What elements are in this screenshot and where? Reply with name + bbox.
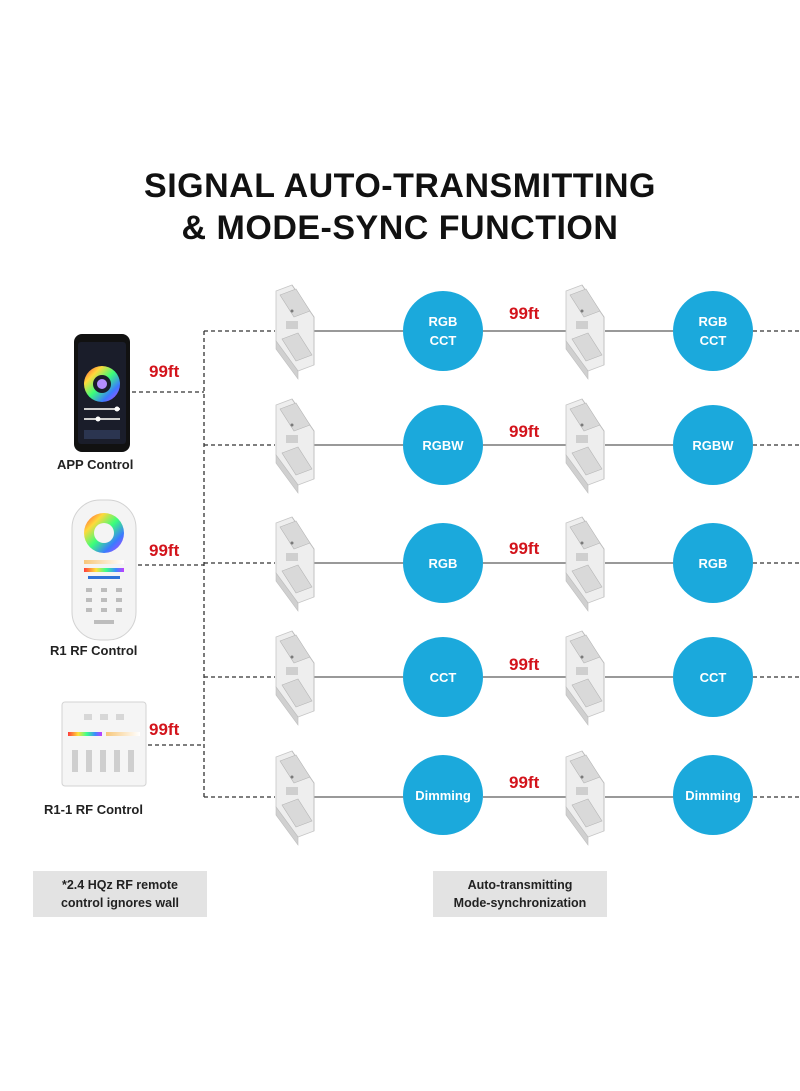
mode-label-line-1: RGBW	[422, 437, 464, 453]
led-controller-icon	[275, 398, 315, 494]
mode-circle-dimming: Dimming	[403, 755, 483, 835]
mode-label-line-1: RGBW	[692, 437, 734, 453]
led-controller-icon	[275, 516, 315, 612]
note-line-1: Auto-transmitting	[467, 878, 573, 892]
mode-label-line-1: CCT	[429, 669, 457, 685]
note-line-2: Mode-synchronization	[453, 896, 587, 910]
mode-circle-rgbw-2: RGBW	[673, 405, 753, 485]
rf-remote-icon	[71, 499, 137, 641]
led-controller-icon	[275, 284, 315, 380]
mode-circle-cct-2: CCT	[673, 637, 753, 717]
rf-wall-note: *2.4 HQz RF remote control ignores wall	[33, 871, 207, 917]
mode-circle-rgb-cct: RGB CCT	[403, 291, 483, 371]
mode-label-line-1: CCT	[699, 669, 727, 685]
distance-label-row-3: 99ft	[509, 539, 540, 558]
mode-label-line-1: RGB	[428, 555, 458, 571]
mode-label-line-1: RGB	[698, 555, 728, 571]
distance-label-row-1: 99ft	[509, 304, 540, 323]
led-controller-icon	[275, 630, 315, 726]
note-line-1: *2.4 HQz RF remote	[61, 878, 178, 892]
distance-label-app: 99ft	[149, 362, 180, 381]
distance-label-row-2: 99ft	[509, 422, 540, 441]
mode-circle-dimming-2: Dimming	[673, 755, 753, 835]
auto-transmit-note: Auto-transmitting Mode-synchronization	[433, 871, 607, 917]
r1-1-control-label: R1-1 RF Control	[44, 802, 143, 817]
distance-label-r1: 99ft	[149, 541, 180, 560]
mode-circle-cct: CCT	[403, 637, 483, 717]
mode-circle-rgb: RGB	[403, 523, 483, 603]
r1-control-label: R1 RF Control	[50, 643, 138, 658]
distance-label-row-4: 99ft	[509, 655, 540, 674]
mode-label-line-1: Dimming	[685, 787, 741, 803]
page-title-line-2: & MODE-SYNC FUNCTION	[181, 209, 619, 247]
mode-label-line-1: RGB	[428, 314, 458, 329]
led-controller-icon	[565, 630, 605, 726]
led-controller-icon	[275, 750, 315, 846]
mode-circle-rgbw: RGBW	[403, 405, 483, 485]
distance-label-row-5: 99ft	[509, 773, 540, 792]
page-title-line-1: SIGNAL AUTO-TRANSMITTING	[144, 167, 656, 205]
wall-panel-icon	[61, 701, 147, 787]
mode-label-line-2: CCT	[699, 333, 727, 348]
led-controller-icon	[565, 750, 605, 846]
mode-label-line-1: RGB	[698, 314, 728, 329]
led-controller-icon	[565, 398, 605, 494]
smartphone-app-icon	[74, 334, 130, 452]
led-controller-icon	[565, 516, 605, 612]
note-line-2: control ignores wall	[60, 896, 180, 910]
mode-circle-rgb-cct-2: RGB CCT	[673, 291, 753, 371]
mode-circle-rgb-2: RGB	[673, 523, 753, 603]
distance-label-r1-1: 99ft	[149, 720, 180, 739]
app-control-label: APP Control	[57, 457, 134, 472]
mode-label-line-2: CCT	[429, 333, 457, 348]
led-controller-icon	[565, 284, 605, 380]
mode-label-line-1: Dimming	[415, 787, 471, 803]
